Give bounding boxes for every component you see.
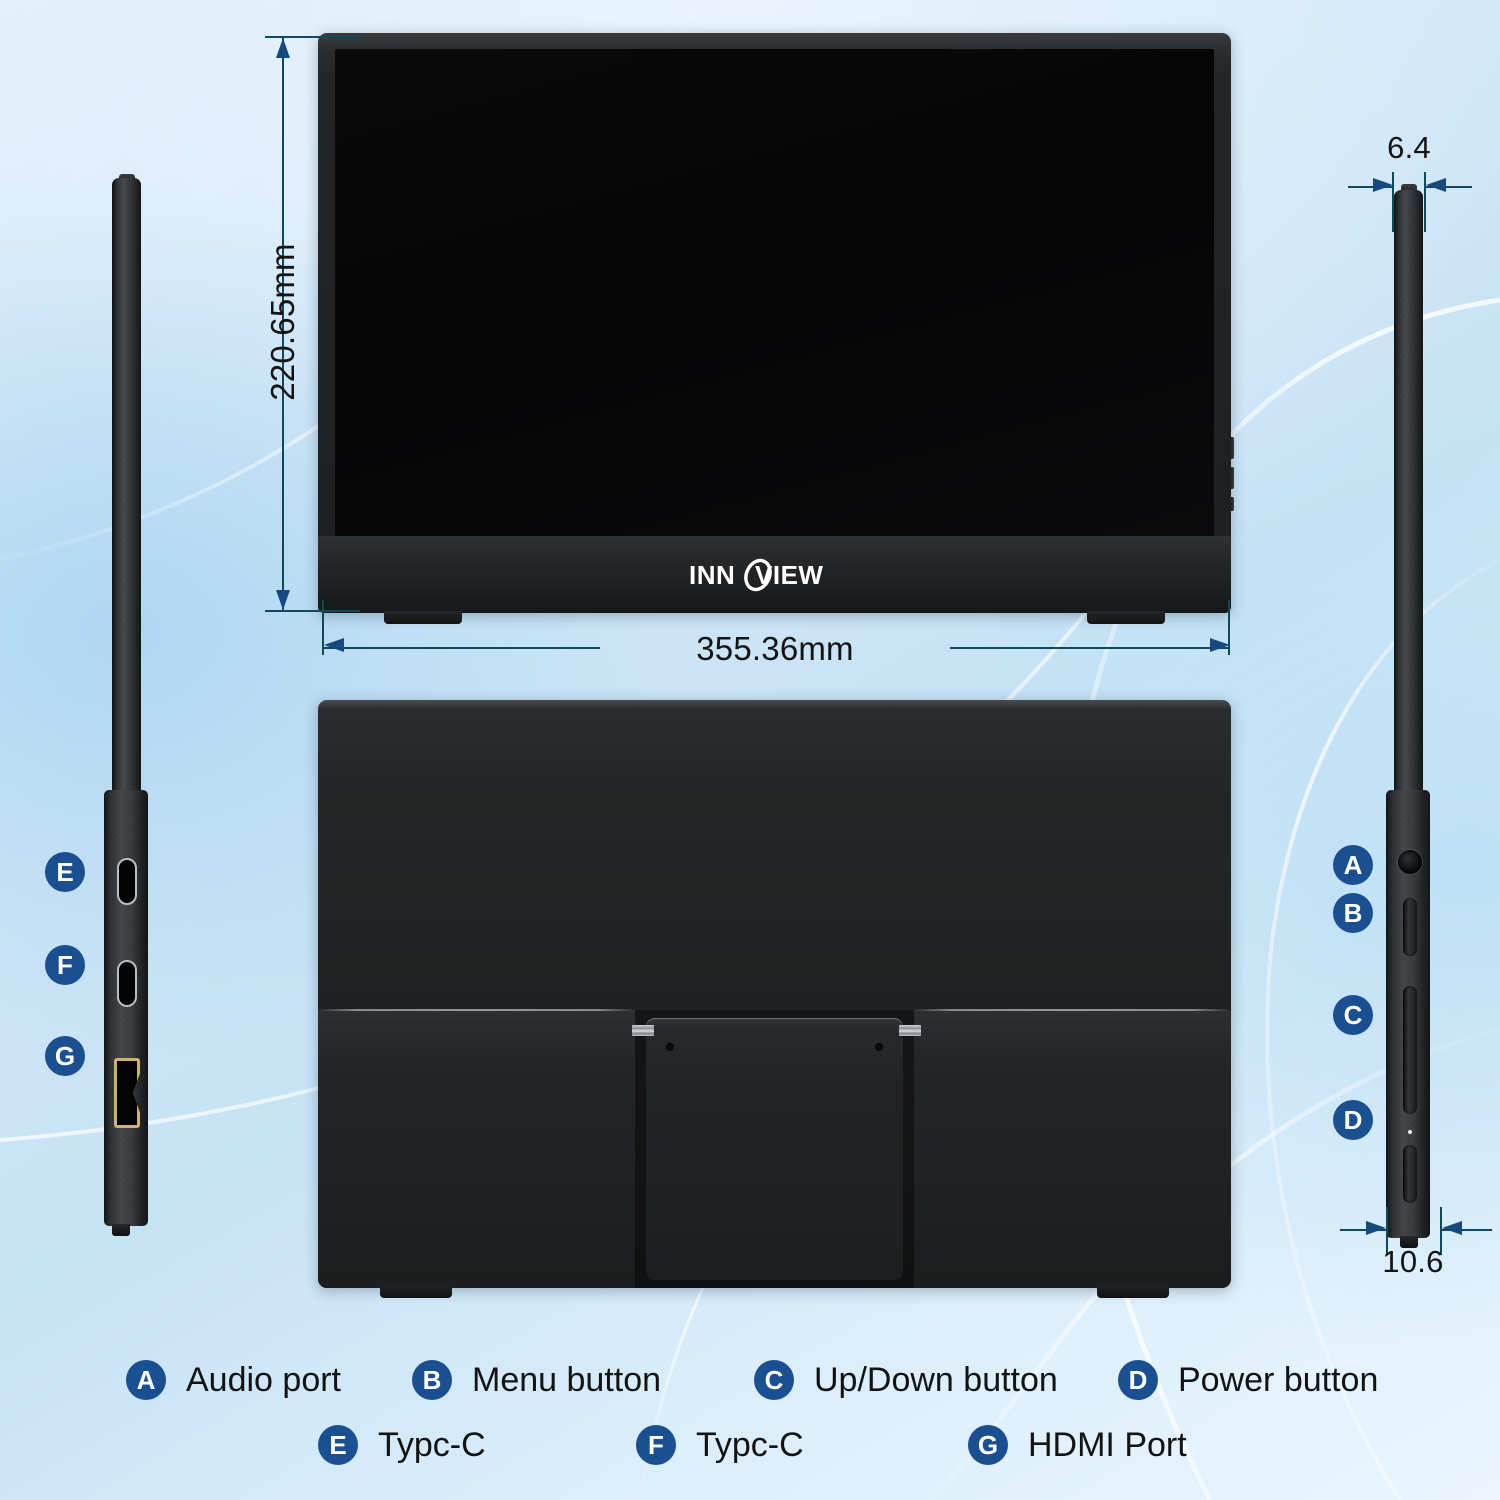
legend-item-b: B Menu button [412,1360,661,1400]
back-foot-right [1097,1286,1169,1298]
menu-button[interactable] [1403,898,1417,956]
thickness-top-arrow-left [1373,178,1393,192]
thickness-base-ext-right [1440,1207,1442,1255]
back-panel-lower-right [914,1010,1231,1288]
callout-badge-a: A [1333,845,1373,885]
kickstand-hinge-left [632,1025,654,1036]
right-profile-upper-body [1394,190,1423,802]
thickness-base-line-left [1340,1229,1388,1231]
right-profile-foot [1400,1236,1418,1248]
legend-label-b: Menu button [472,1360,662,1399]
height-dimension-label: 220.65mm [264,243,301,401]
width-ext-line-left [322,600,324,655]
edge-button-3[interactable] [1229,497,1234,511]
audio-port[interactable] [1398,850,1422,874]
legend-badge-d: D [1118,1360,1158,1400]
type-c-port-1[interactable] [117,858,137,905]
thickness-base-arrow-left [1366,1221,1386,1235]
width-dimension-line-left [324,647,600,649]
left-profile-texture-lower [104,790,148,1226]
monitor-foot-right [1087,611,1165,624]
legend-item-f: F Typc-C [636,1425,804,1465]
back-panel-seam-right [913,1009,1231,1011]
thickness-base-ext-left [1386,1207,1388,1255]
width-arrow-right [1210,638,1230,652]
left-profile-upper-body [112,178,141,802]
height-ext-line-bottom [265,610,360,612]
edge-button-2[interactable] [1229,467,1234,489]
legend-badge-b: B [412,1360,452,1400]
legend-label-f: Typc-C [696,1425,804,1464]
callout-badge-d: D [1333,1100,1373,1140]
legend-label-a: Audio port [186,1360,341,1399]
legend-badge-e: E [318,1425,358,1465]
legend-item-g: G HDMI Port [968,1425,1187,1465]
callout-badge-f: F [45,945,85,985]
kickstand-hinge-right [899,1025,921,1036]
innoview-logo-icon: INN VIEW [689,558,822,591]
back-view-monitor [318,700,1231,1298]
back-foot-left [380,1286,452,1298]
type-c-port-2[interactable] [117,960,137,1007]
callout-badge-b: B [1333,893,1373,933]
svg-text:INN: INN [689,560,735,590]
legend-badge-g: G [968,1425,1008,1465]
thickness-base-label: 10.6 [1382,1244,1444,1279]
width-ext-line-right [1228,600,1230,655]
kickstand-panel[interactable] [646,1018,903,1280]
height-dimension-line [282,36,284,612]
brand-logo: INN VIEW [689,558,861,592]
back-panel-seam-left [318,1009,636,1011]
height-arrow-bottom [276,590,290,610]
thickness-top-line-left [1348,186,1394,188]
height-arrow-top [276,38,290,58]
thickness-top-ext-left [1392,172,1394,232]
front-view-monitor: INN VIEW [318,33,1234,624]
back-panel-lower-left [318,1010,635,1288]
width-dimension-label: 355.36mm [696,630,854,667]
updown-button[interactable] [1403,986,1417,1114]
power-button[interactable] [1403,1145,1417,1203]
legend-label-c: Up/Down button [814,1360,1058,1399]
monitor-screen [335,49,1214,536]
callout-badge-e: E [45,852,85,892]
left-profile-foot [112,1224,130,1236]
width-arrow-left [324,638,344,652]
legend-item-a: A Audio port [126,1360,341,1400]
height-ext-line-top [265,36,360,38]
power-led-indicator [1408,1130,1412,1134]
monitor-foot-left [384,611,462,624]
thickness-top-ext-right [1424,172,1426,232]
left-profile-lower-body [104,790,148,1226]
thickness-base-line-right [1440,1229,1492,1231]
screw-hole-right [875,1043,883,1051]
callout-badge-g: G [45,1036,85,1076]
left-profile-texture-upper [112,178,141,802]
legend-label-g: HDMI Port [1028,1425,1187,1464]
screw-hole-left [666,1043,674,1051]
legend-badge-a: A [126,1360,166,1400]
thickness-top-label: 6.4 [1387,130,1431,165]
legend-item-c: C Up/Down button [754,1360,1058,1400]
thickness-top-line-right [1424,186,1472,188]
legend-badge-c: C [754,1360,794,1400]
thickness-base-arrow-right [1442,1221,1462,1235]
legend-item-e: E Typc-C [318,1425,486,1465]
legend-label-d: Power button [1178,1360,1379,1399]
legend-panel: A Audio port B Menu button C Up/Down but… [0,1330,1500,1500]
right-profile-lower-body [1386,790,1430,1238]
callout-badge-c: C [1333,995,1373,1035]
legend-item-d: D Power button [1118,1360,1378,1400]
legend-label-e: Typc-C [378,1425,486,1464]
edge-button-1[interactable] [1229,437,1234,459]
width-dimension-line-right [950,647,1230,649]
right-profile-texture-upper [1394,190,1423,802]
legend-badge-f: F [636,1425,676,1465]
thickness-top-arrow-right [1426,178,1446,192]
monitor-bottom-bezel: INN VIEW [318,536,1231,613]
